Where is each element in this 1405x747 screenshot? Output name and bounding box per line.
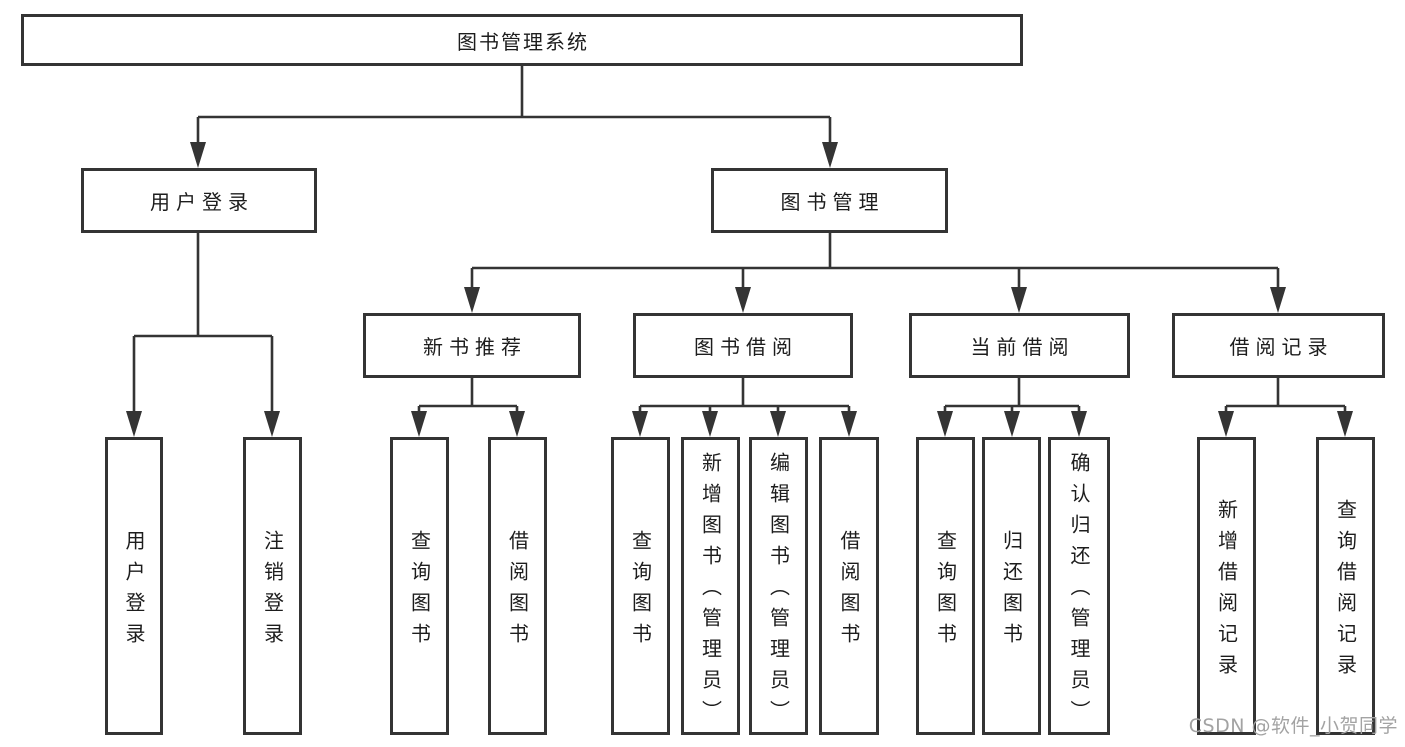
node-library-management-system: 图书管理系统 [21,14,1023,66]
node-leaf-query-books-recommend: 查询图书 [390,437,449,735]
node-leaf-add-books-admin: 新增图书（管理员） [681,437,740,735]
node-leaf-borrow-books-recommend: 借阅图书 [488,437,547,735]
node-leaf-query-books-current: 查询图书 [916,437,975,735]
arrow-icon [126,142,1353,437]
node-leaf-return-books: 归还图书 [982,437,1041,735]
node-leaf-edit-books-admin: 编辑图书（管理员） [749,437,808,735]
node-leaf-user-login: 用户登录 [105,437,163,735]
node-user-login: 用户登录 [81,168,317,233]
node-leaf-confirm-return-admin: 确认归还（管理员） [1048,437,1110,735]
node-leaf-query-books-borrow: 查询图书 [611,437,670,735]
csdn-watermark: CSDN @软件_小贺同学 [1188,715,1398,737]
node-new-book-recommendation: 新书推荐 [363,313,581,378]
node-leaf-borrow-books: 借阅图书 [819,437,879,735]
node-leaf-logout: 注销登录 [243,437,302,735]
node-book-borrowing: 图书借阅 [633,313,853,378]
node-leaf-query-borrow-record: 查询借阅记录 [1316,437,1375,735]
node-current-borrowing: 当前借阅 [909,313,1130,378]
node-book-management: 图书管理 [711,168,948,233]
node-leaf-add-borrow-record: 新增借阅记录 [1197,437,1256,735]
node-borrowing-records: 借阅记录 [1172,313,1385,378]
